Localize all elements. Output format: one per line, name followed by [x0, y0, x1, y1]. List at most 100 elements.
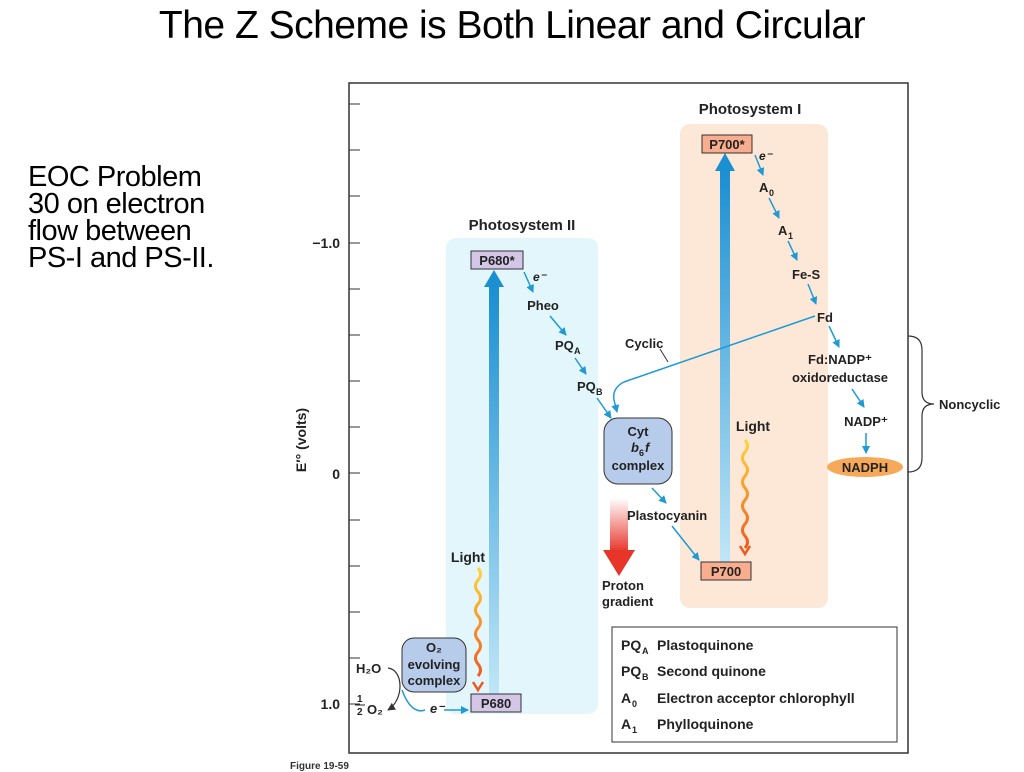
arrow-to-nadp — [851, 388, 865, 408]
ps2-electron-label: e⁻ — [533, 270, 548, 284]
o2-evolving-complex — [401, 637, 467, 693]
arrow-to-fd — [807, 283, 818, 305]
arrow-to-pqa — [549, 315, 567, 336]
a0-sub: 0 — [769, 188, 774, 198]
plastocyanin-label: Plastocyanin — [627, 508, 707, 523]
ps1-light-label: Light — [736, 418, 771, 434]
arrow-to-fes — [787, 240, 798, 261]
legend-desc: Electron acceptor chlorophyll — [657, 690, 855, 706]
p680-box — [470, 693, 522, 713]
nadph-oval — [827, 457, 903, 477]
legend-symbol: A — [621, 716, 631, 732]
noncyclic-label: Noncyclic — [939, 397, 1000, 412]
photosystem-ii-title: Photosystem II — [469, 217, 576, 234]
ps2-light-arrow — [471, 681, 485, 693]
fes-label: Fe-S — [792, 267, 821, 282]
legend-box — [611, 626, 898, 743]
photosystem-i-panel — [680, 124, 828, 608]
cyclic-leader-line — [659, 348, 669, 363]
arrow-to-cyt — [596, 397, 612, 419]
arrow-to-fdnadp — [828, 325, 840, 348]
h2o-label: H₂O — [356, 661, 381, 676]
axis-label: E′° (volts) — [293, 408, 309, 472]
note-line: flow between — [28, 215, 192, 247]
half-numerator: 1 — [357, 694, 363, 705]
photosystem-i-title: Photosystem I — [699, 101, 802, 118]
proton-label: Proton — [602, 578, 644, 593]
half-o2-label: O₂ — [367, 702, 383, 717]
water-electron-label: e⁻ — [430, 701, 446, 716]
legend-desc: Phylloquinone — [657, 716, 754, 732]
p680-label: P680 — [481, 696, 511, 711]
tick-label: −1.0 — [312, 235, 340, 251]
legend-item: PQ B Second quinone — [621, 663, 766, 682]
cyt-b6f-complex — [603, 417, 673, 485]
arrow-to-a1 — [768, 197, 780, 219]
legend-sub: 0 — [632, 699, 637, 709]
arrow-to-a0 — [754, 154, 765, 176]
arrow-to-pqb — [574, 357, 587, 375]
gradient-label: gradient — [602, 594, 654, 609]
complex-label: complex — [612, 458, 666, 473]
ps1-electron-label: e⁻ — [759, 149, 774, 163]
p680-excited-box — [470, 250, 524, 270]
legend-sub: 1 — [632, 725, 637, 735]
cyt-b-label: b — [631, 440, 639, 455]
o2-label: O₂ — [426, 640, 442, 655]
p700-label: P700 — [711, 564, 741, 579]
arrow-to-p700 — [671, 525, 700, 561]
ps2-light-wave — [474, 567, 482, 677]
note-line: PS-I and PS-II. — [28, 242, 214, 274]
legend-item: A 1 Phylloquinone — [621, 716, 754, 735]
water-split-arrow — [387, 667, 401, 711]
pqa-sub: A — [574, 346, 581, 356]
figure-caption: Figure 19-59 — [290, 761, 349, 772]
proton-gradient-head — [603, 550, 635, 576]
cyclic-label: Cyclic — [625, 336, 663, 351]
note-line: EOC Problem — [28, 161, 202, 193]
legend-symbol: PQ — [621, 637, 641, 653]
cyt-sub: 6 — [639, 448, 644, 458]
pheo-label: Pheo — [527, 298, 559, 313]
pqa-label: PQ — [555, 338, 574, 353]
pqb-label: PQ — [577, 379, 596, 394]
legend-item: PQ A Plastoquinone — [621, 637, 754, 656]
ps2-light-label: Light — [451, 549, 486, 565]
cyt-f-label: f — [645, 440, 651, 455]
legend-item: A 0 Electron acceptor chlorophyll — [621, 690, 855, 709]
legend-sub: B — [642, 672, 649, 682]
tick-label: 1.0 — [321, 696, 341, 712]
o2-label: complex — [408, 673, 462, 688]
legend-desc: Plastoquinone — [657, 637, 754, 653]
o2-label: evolving — [408, 657, 461, 672]
plot-frame — [348, 82, 909, 754]
photosystem-ii-panel — [446, 238, 598, 714]
oxidoreductase-label: oxidoreductase — [792, 370, 888, 385]
ps1-arrow-head — [715, 153, 735, 171]
tick-label: 0 — [332, 466, 340, 482]
noncyclic-brace — [907, 335, 935, 473]
nadph-label: NADPH — [842, 460, 888, 475]
ps1-light-arrow — [738, 545, 752, 557]
axis-ticks — [349, 103, 360, 705]
fd-label: Fd — [817, 310, 833, 325]
a1-sub: 1 — [788, 231, 793, 241]
p700-excited-label: P700* — [709, 137, 745, 152]
slide-title: The Z Scheme is Both Linear and Circular — [158, 4, 866, 47]
p680-excited-label: P680* — [479, 253, 515, 268]
p700-box — [700, 561, 752, 581]
ps1-excitation-arrow — [720, 170, 730, 562]
water-electron-path — [401, 689, 426, 712]
note-line: 30 on electron — [28, 188, 205, 220]
legend-symbol: PQ — [621, 663, 641, 679]
cyt-label: Cyt — [628, 424, 650, 439]
pqb-sub: B — [596, 387, 603, 397]
legend-desc: Second quinone — [657, 663, 766, 679]
legend-sub: A — [642, 646, 649, 656]
arrow-to-pheo — [523, 271, 534, 293]
arrow-to-plastocyanin — [651, 487, 667, 504]
cyclic-electron-path — [611, 315, 816, 413]
ps2-arrow-head — [484, 270, 504, 287]
a0-label: A — [759, 180, 769, 195]
